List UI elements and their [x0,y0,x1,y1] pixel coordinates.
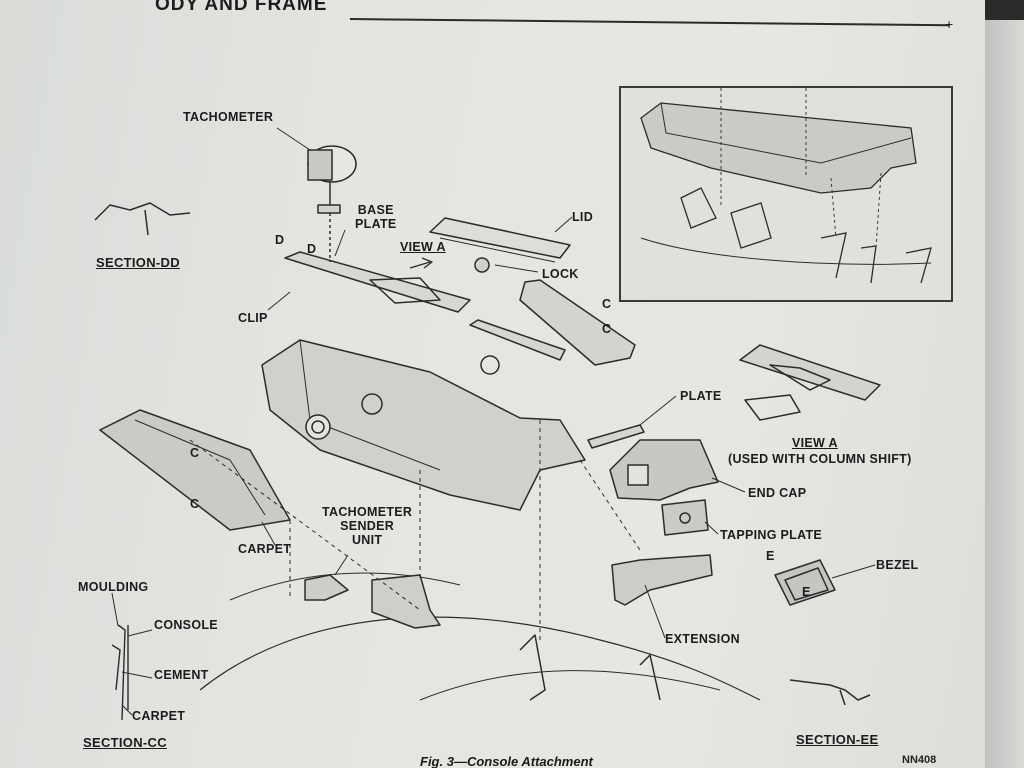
figure-code: NN408 [902,754,937,766]
label-view-a-ref: VIEW A [400,240,446,254]
label-view-a-sub: (USED WITH COLUMN SHIFT) [728,452,912,466]
section-ee-detail [789,679,871,706]
section-dd-title: SECTION-DD [96,255,180,270]
section-dd-detail [94,202,191,236]
label-tachometer-sender-unit: TACHOMETER SENDER UNIT [322,505,413,547]
label-clip: CLIP [238,311,268,325]
carpet-panel-left [99,409,291,531]
console-exploded-diagram [94,146,880,721]
facing-page-edge [985,20,1024,768]
label-cement: CEMENT [154,668,209,682]
label-lid: LID [572,210,594,224]
label-tapping-plate: TAPPING PLATE [720,528,823,542]
console-body [261,339,586,511]
floor-pan [199,616,761,701]
tapping-plate [661,499,709,536]
section-header: ODY AND FRAME [155,0,328,15]
label-carpet-cc: CARPET [132,709,186,723]
label-c-right-2: C [602,322,612,336]
manual-page: ODY AND FRAME + [0,0,985,768]
section-cc-detail [111,624,129,721]
label-moulding: MOULDING [78,580,149,594]
label-end-cap: END CAP [748,486,807,500]
label-e-1: E [766,549,775,563]
label-c-left-2: C [190,497,200,511]
figure-caption: Fig. 3—Console Attachment [420,754,593,768]
base-plate [284,251,471,313]
label-console: CONSOLE [154,618,218,632]
label-e-2: E [802,585,811,599]
label-c-right-1: C [602,297,612,311]
label-lock: LOCK [542,267,579,281]
label-view-a-title: VIEW A [792,436,838,450]
label-plate: PLATE [680,389,722,403]
section-ee-title: SECTION-EE [796,732,879,747]
inset-console-drawing [640,88,932,284]
label-tachometer: TACHOMETER [183,110,274,124]
header-rule-end-mark: + [945,16,954,32]
label-carpet: CARPET [238,542,292,556]
label-extension: EXTENSION [665,632,740,646]
label-bezel: BEZEL [876,558,919,572]
label-c-left-1: C [190,446,200,460]
label-d-2: D [307,242,317,256]
section-cc-title: SECTION-CC [83,735,167,750]
lid [429,217,571,259]
lock-cylinder [474,257,490,273]
end-cap [609,439,719,501]
inset-illustration [619,86,953,302]
label-d-1: D [275,233,285,247]
bracket [469,319,566,361]
side-panel-right [519,279,636,366]
label-base-plate: BASE PLATE [355,203,397,231]
extension [611,554,713,606]
tachometer-sender-unit [304,574,349,601]
plate [587,424,645,449]
